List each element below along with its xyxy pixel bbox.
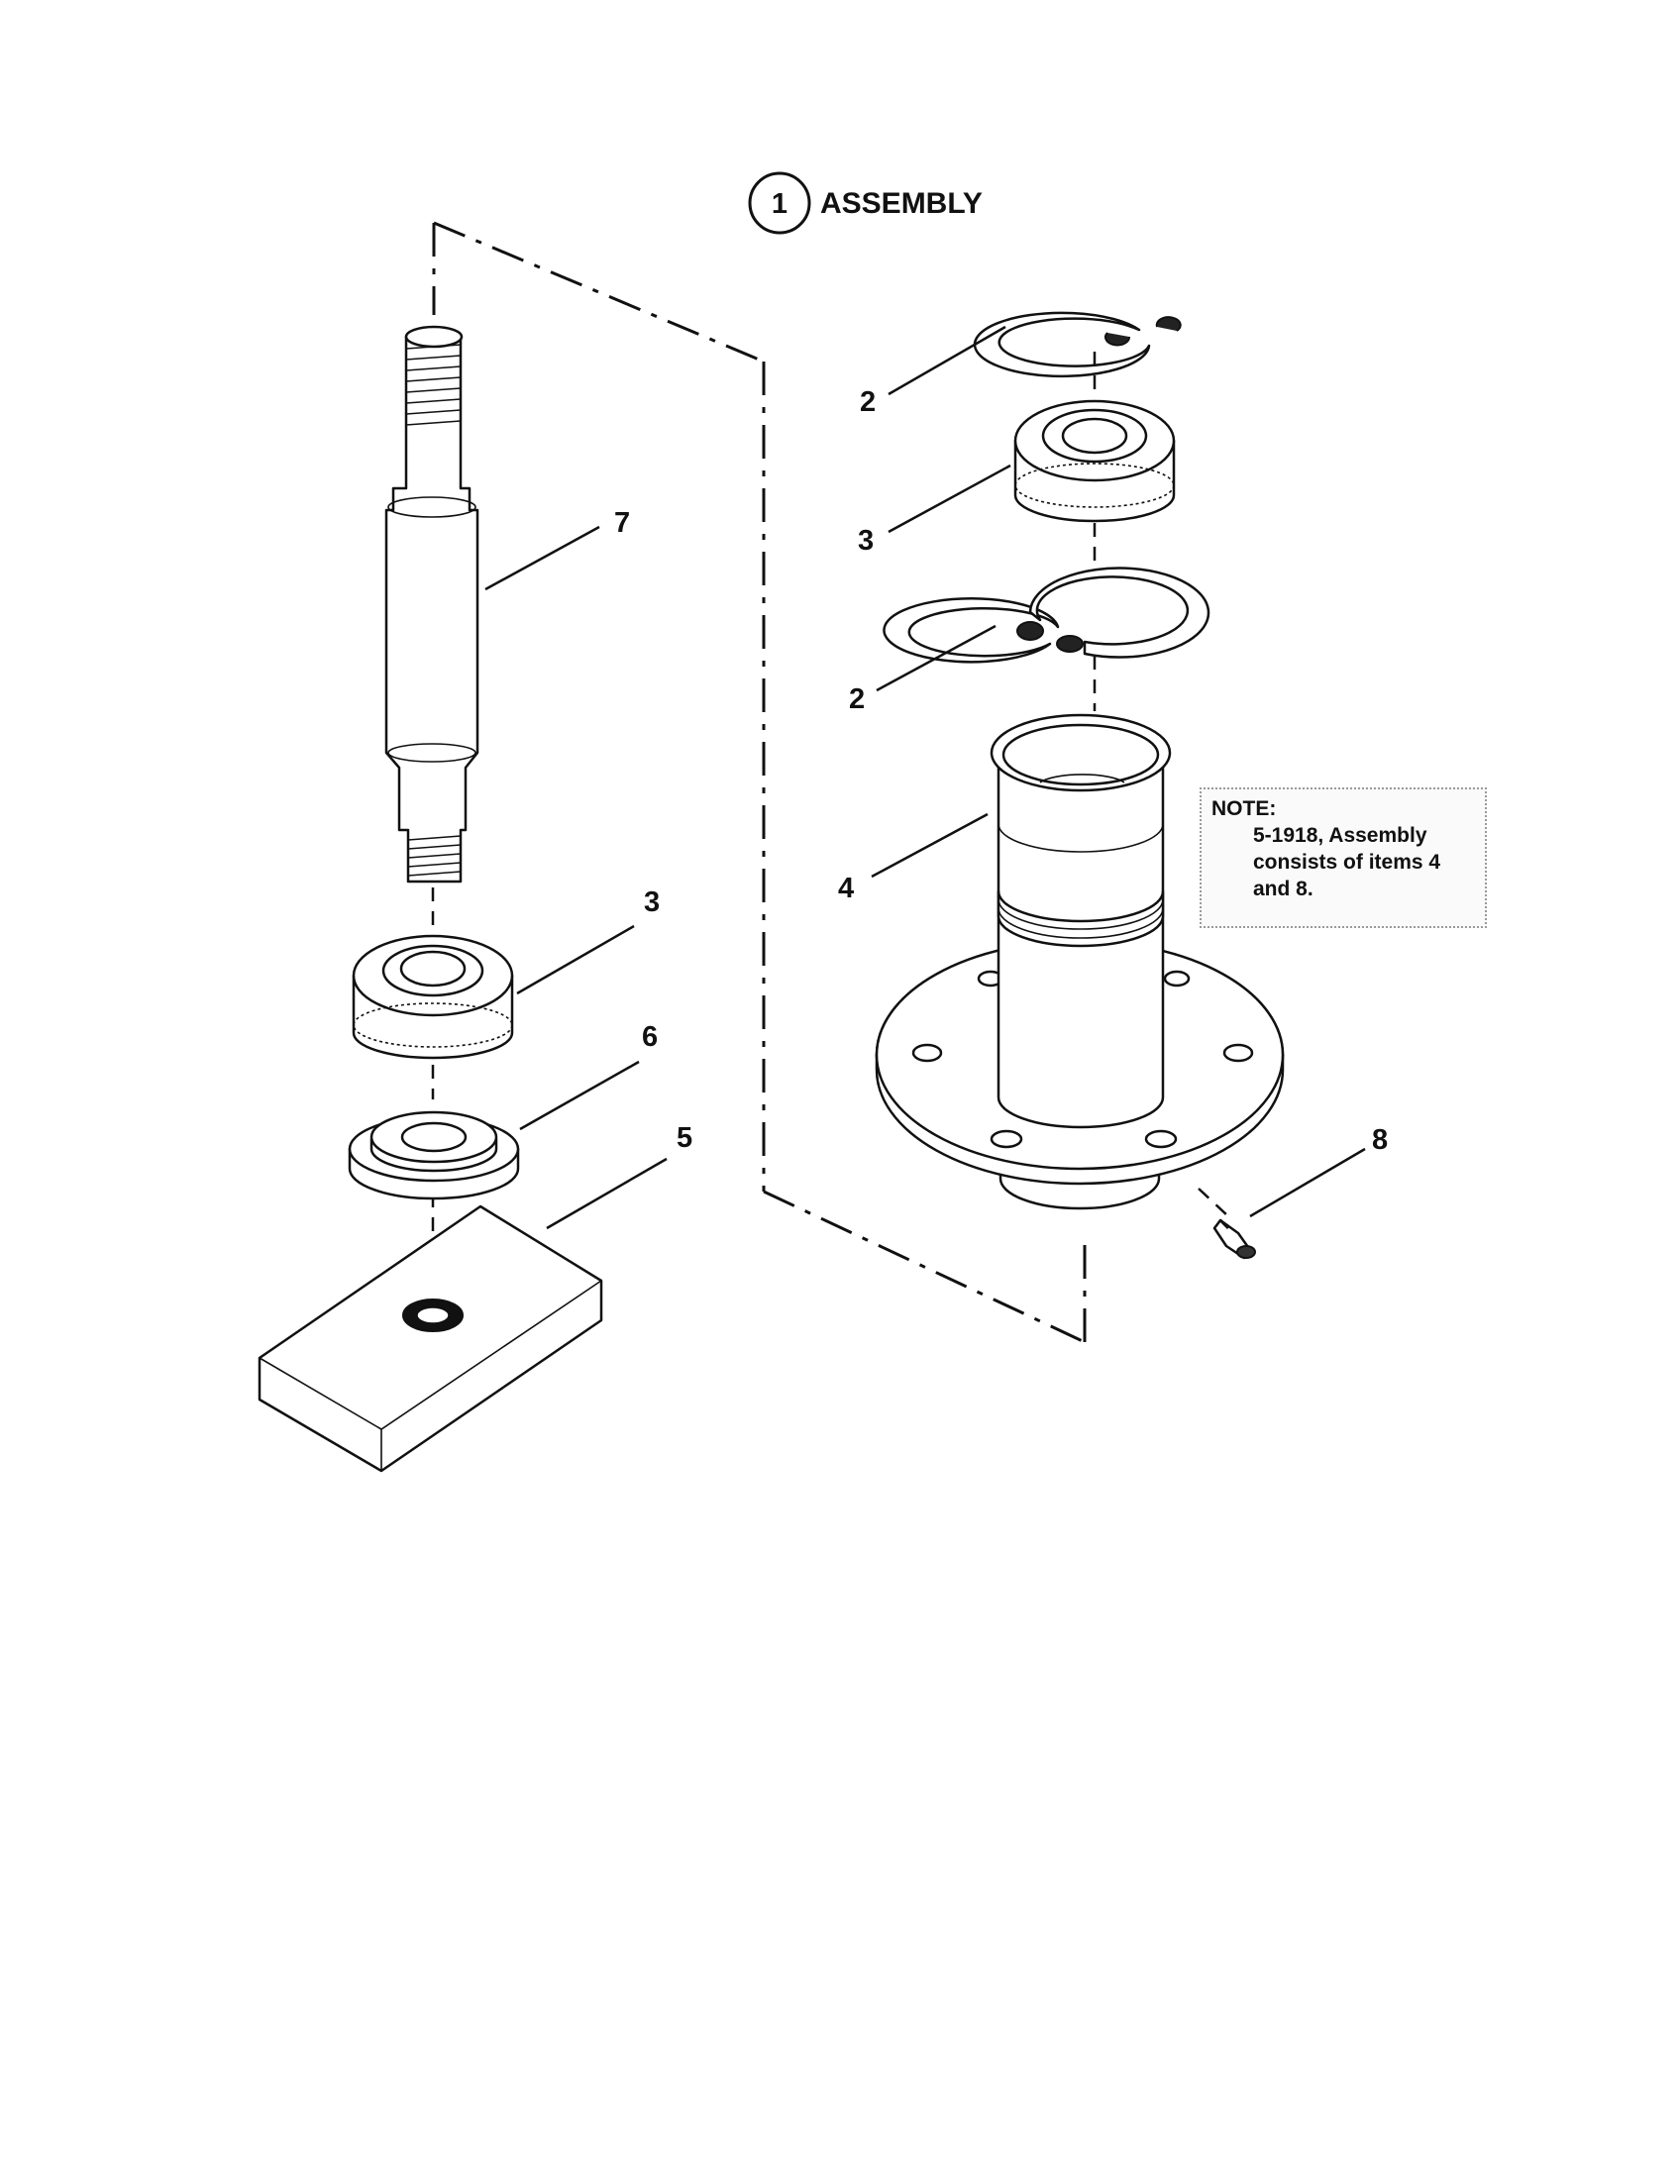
bearing-part-3-right: [1013, 399, 1176, 523]
callout-numbers: 7 3 6 5 2 3 2 4 8: [614, 386, 1388, 1156]
callout-4: 4: [838, 873, 854, 904]
callout-6: 6: [642, 1021, 658, 1053]
retaining-ring-part-2-lower: [883, 567, 1210, 664]
retaining-ring-part-2-top: [973, 311, 1182, 378]
callout-3-right: 3: [858, 525, 874, 557]
assembly-title: 1 ASSEMBLY: [748, 171, 983, 235]
block-part-5: [258, 1204, 603, 1473]
callout-2-top: 2: [860, 386, 876, 418]
assembly-item-number: 1: [772, 188, 788, 220]
hub-housing-part-4: [875, 713, 1285, 1210]
callout-3-left: 3: [644, 886, 660, 918]
assembly-title-label: ASSEMBLY: [820, 187, 983, 220]
callout-5: 5: [677, 1122, 692, 1154]
callout-2-lower: 2: [849, 683, 865, 715]
note-heading: NOTE:: [1211, 797, 1277, 820]
callout-7: 7: [614, 507, 630, 539]
grease-fitting-part-8: [1212, 1218, 1256, 1260]
leader-lines: [484, 325, 1366, 1230]
callout-8: 8: [1372, 1124, 1388, 1156]
shaft-part-7: [384, 325, 479, 884]
bearing-part-3-left: [352, 934, 514, 1060]
assembly-outline: [432, 221, 1087, 1344]
spacer-part-6: [348, 1110, 520, 1200]
note-box: NOTE: 5-1918, Assembly consists of items…: [1200, 787, 1487, 928]
note-text: 5-1918, Assembly consists of items 4 and…: [1253, 824, 1441, 900]
